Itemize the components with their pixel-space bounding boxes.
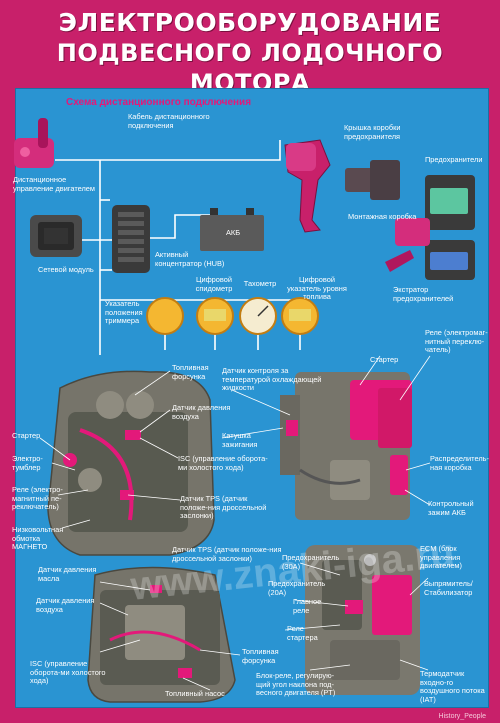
label-digital-speedometer: Цифровой спидометр (195, 275, 233, 293)
battery-illustration (200, 208, 264, 251)
label-relay-2: Реле (электромаг-нитный переклю-чатель) (425, 328, 488, 354)
label-fuse-30a: Предохранитель (30А) (282, 553, 340, 571)
label-fuel-injector-1: Топливная форсунка (172, 363, 209, 381)
label-rectifier: Выпрямитель/ Стабилизатор (424, 579, 473, 597)
label-remote-cable: Кабель дистанционного подключения (128, 112, 210, 130)
label-starter-2: Стартер (370, 355, 399, 364)
fusebox-cover-illustration (345, 160, 400, 200)
engine-illustration-2 (280, 372, 412, 520)
label-air-pressure-3: Датчик давления воздуха (36, 596, 95, 614)
engine-illustration-3 (87, 566, 236, 703)
label-tps-3: Датчик TPS (датчик положе-ния дроссельно… (172, 545, 282, 563)
label-distribution-box: Распределитель-ная коробка (430, 454, 489, 472)
remote-control-illustration (14, 118, 54, 168)
label-main-relay: Главное реле (293, 597, 322, 615)
label-fusebox-cover: Крышка коробки предохранителя (344, 123, 401, 141)
label-block-relay: Блок-реле, регулирую-щий угол наклона по… (256, 671, 336, 697)
label-tps-1: Датчик TPS (датчик положе-ния дроссельно… (180, 494, 267, 520)
engine-illustration-1 (47, 370, 215, 556)
gauges-illustration (146, 297, 319, 335)
label-relay-1: Реле (электро-магнитный пе-реключатель) (12, 485, 63, 511)
hub-illustration (112, 205, 150, 273)
label-oil-pressure: Датчик давления масла (38, 565, 97, 583)
engine-illustration-4 (305, 545, 420, 695)
label-starter-relay: Реле стартера (287, 624, 318, 642)
label-battery-terminal: Контрольный зажим АКБ (428, 499, 474, 517)
label-starter-1: Стартер (12, 431, 41, 440)
label-isc-1: ISC (управление оборота-ми холостого ход… (178, 454, 268, 472)
label-remote-control: Дистанционное управление двигателем (13, 175, 95, 193)
label-ignition-coil: Катушка зажигания (222, 431, 258, 449)
label-fuses: Предохранители (425, 155, 483, 164)
label-trim-indicator: Указатель положения триммера (105, 299, 143, 325)
label-throttle: Электро-тумблер (12, 454, 43, 472)
label-low-voltage-coil: Низковольтная обмотка МАГНЕТО (12, 525, 64, 551)
title-line-1: ЭЛЕКТРООБОРУДОВАНИЕ (58, 8, 442, 37)
label-fuel-pump: Топливный насос (165, 689, 225, 698)
title-line-2: ПОДВЕСНОГО ЛОДОЧНОГО МОТОРА (56, 39, 444, 97)
label-fuel-injector-3: Топливная форсунка (242, 647, 279, 665)
label-fuse-20a: Предохранитель (20А) (268, 579, 326, 597)
label-hub: Активный концентратор (HUB) (155, 250, 225, 268)
footer-publisher: History_People (438, 713, 486, 720)
scheme-title: Схема дистанционного подключения (66, 97, 252, 108)
network-module-illustration (30, 215, 82, 257)
poster-title: ЭЛЕКТРООБОРУДОВАНИЕ ПОДВЕСНОГО ЛОДОЧНОГО… (0, 8, 500, 98)
label-isc-3: ISC (управление оборота-ми холостого ход… (30, 659, 106, 685)
outboard-motor-illustration (284, 139, 331, 233)
label-mount-box: Монтажная коробка (348, 212, 417, 221)
label-network-module: Сетевой модуль (38, 265, 94, 274)
label-air-pressure-1: Датчик давления воздуха (172, 403, 231, 421)
label-coolant-sensor: Датчик контроля за температурой охлаждаю… (222, 366, 322, 392)
label-tachometer: Тахометр (243, 279, 277, 288)
fuse-box-illustration (385, 175, 475, 280)
label-ecm: ECM (блок управления двигателем) (420, 544, 462, 570)
label-extractor: Экстратор предохранителей (393, 285, 454, 303)
label-digital-fuel: Цифровой указатель уровня топлива (287, 275, 347, 301)
leader-lines (39, 355, 431, 691)
label-iat: Термодатчик входно-го воздушного потока … (420, 669, 485, 704)
label-battery: АКБ (225, 228, 241, 237)
